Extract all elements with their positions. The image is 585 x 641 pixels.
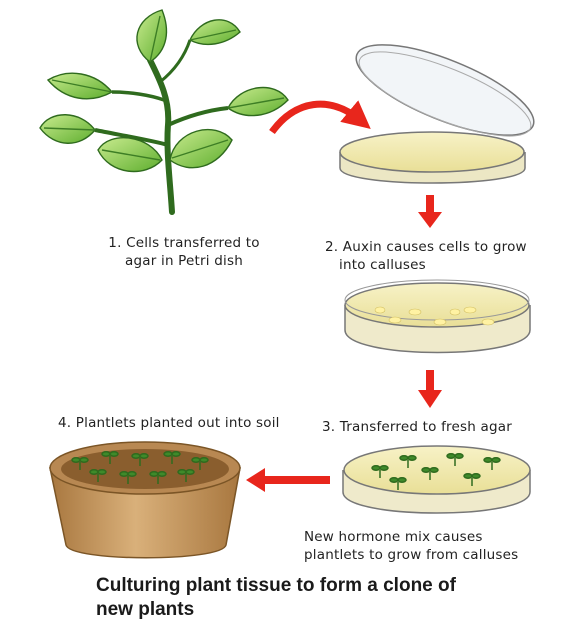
figure-caption: Culturing plant tissue to form a clone o…: [96, 574, 556, 622]
arrow-down-1: [418, 195, 442, 228]
soil-pot: [49, 441, 241, 559]
plantlet: [399, 455, 417, 468]
caption-line-2: new plants: [96, 599, 195, 620]
leaf: [169, 129, 233, 169]
plantlet: [371, 465, 389, 478]
plantlet: [463, 473, 481, 486]
plantlet: [149, 471, 167, 484]
step-3-line-1: 3. Transferred to fresh agar: [322, 419, 512, 435]
plantlet: [191, 457, 209, 470]
caption-line-1: Culturing plant tissue to form a clone o…: [96, 575, 456, 596]
step-1-label: 1. Cells transferred to agar in Petri di…: [84, 234, 284, 270]
arrow-to-petri-dish: [269, 100, 371, 135]
arrow-left: [246, 468, 330, 492]
leaf: [189, 19, 241, 46]
hormone-note-label: New hormone mix causes plantlets to grow…: [304, 528, 518, 564]
leaf: [227, 86, 289, 117]
leaf: [46, 72, 114, 100]
step-4-line-1: 4. Plantlets planted out into soil: [58, 415, 280, 431]
plant-cutting-illustration: [39, 9, 289, 215]
plantlet: [71, 457, 89, 470]
step-2-label: 2. Auxin causes cells to grow into callu…: [325, 238, 527, 274]
step-3-label: 3. Transferred to fresh agar: [322, 418, 512, 436]
arrow-down-2: [418, 370, 442, 408]
plantlet: [101, 451, 119, 464]
leaf: [39, 114, 96, 144]
plantlet: [131, 453, 149, 466]
step-2-line-2: into calluses: [339, 257, 426, 273]
plantlet: [446, 453, 464, 466]
step-4-label: 4. Plantlets planted out into soil: [58, 414, 280, 432]
step-1-line-2: agar in Petri dish: [125, 253, 243, 269]
plantlet: [483, 457, 501, 470]
petri-dish-open-lid: [339, 44, 535, 184]
plantlet: [119, 471, 137, 484]
leaf: [97, 136, 163, 173]
step-1-line-1: 1. Cells transferred to: [108, 235, 260, 251]
hormone-note-line-1: New hormone mix causes: [304, 529, 483, 545]
step-2-line-1: 2. Auxin causes cells to grow: [325, 239, 527, 255]
plantlet: [177, 469, 195, 482]
plantlet: [163, 451, 181, 464]
plantlet: [389, 477, 407, 490]
plantlet: [89, 469, 107, 482]
petri-dish-calluses: [344, 279, 531, 354]
plantlet: [421, 467, 439, 480]
leaf: [136, 9, 168, 63]
petri-dish-plantlets: [342, 445, 531, 514]
hormone-note-line-2: plantlets to grow from calluses: [304, 547, 519, 563]
